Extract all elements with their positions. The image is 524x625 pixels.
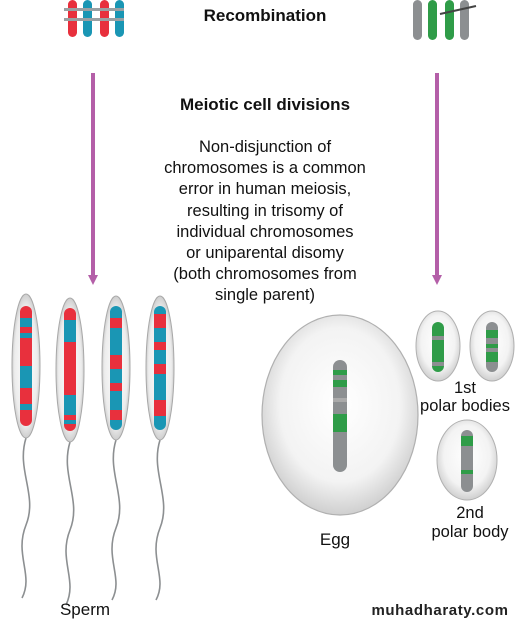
explanation-line: single parent) [215,286,315,305]
second-polar-body-label: 2nd polar body [405,504,524,542]
first-polar-bodies-label-line: polar bodies [420,397,510,415]
explanation-line: individual chromosomes [176,222,354,241]
paternal-chromosome-pair [64,0,124,37]
sperm-cell [11,293,41,599]
explanation-line: resulting in trisomy of [187,201,343,220]
egg-cell [261,314,419,516]
second-polar-body-label-line: 2nd [456,504,484,522]
site-watermark: muhadharaty.com [371,602,509,619]
first-polar-body [415,310,461,382]
explanation-line: chromosomes is a common [164,159,366,178]
first-polar-body [469,310,515,382]
egg-label: Egg [319,530,351,549]
meiotic-divisions-heading: Meiotic cell divisions [179,95,351,114]
sperm-label: Sperm [59,600,111,619]
sperm-cell [145,295,175,601]
explanation-line: (both chromosomes from [173,265,357,284]
sperm-cell [55,297,85,606]
explanation-line: error in human meiosis, [178,180,352,199]
first-polar-bodies-label: 1st polar bodies [400,379,524,415]
sperm-cell [101,295,131,601]
recombination-label: Recombination [203,6,327,25]
non-disjunction-explanation: Non-disjunction of chromosomes is a comm… [130,137,400,307]
maternal-chromosome-pair [413,0,477,40]
second-polar-body-label-line: polar body [431,523,509,541]
explanation-line: Non-disjunction of [198,138,332,156]
first-polar-bodies-label-line: 1st [453,379,476,397]
second-polar-body [436,419,498,501]
explanation-line: or uniparental disomy [186,244,344,263]
